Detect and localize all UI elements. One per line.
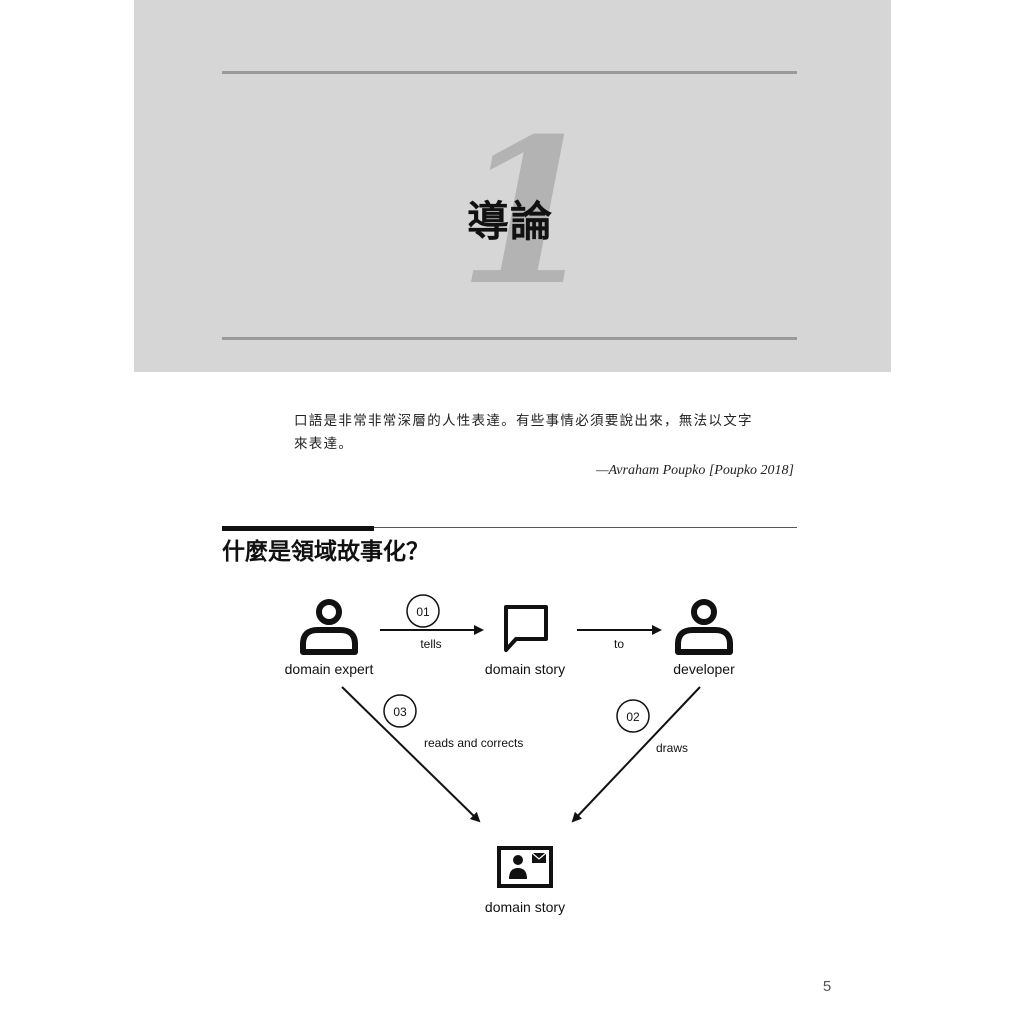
- developer-label: developer: [673, 661, 735, 677]
- step-badge: [383, 694, 417, 728]
- domain-story-bottom-label: domain story: [485, 899, 565, 915]
- edge-label-to: to: [614, 637, 624, 651]
- chapter-banner: [134, 0, 891, 372]
- domain-story-top-node: domain story: [485, 605, 565, 677]
- edge-tells: 01 tells: [380, 594, 484, 651]
- domain-story-bottom-node: domain story: [485, 846, 565, 915]
- chapter-rule-top: [222, 71, 797, 74]
- section-heading: 什麼是領域故事化？: [222, 539, 429, 565]
- edge-reads-and-corrects: 03 reads and corrects: [341, 686, 523, 823]
- contact-card-icon: [497, 846, 553, 888]
- person-icon: [675, 599, 733, 655]
- person-icon: [300, 599, 358, 655]
- speech-bubble-icon: [504, 605, 548, 652]
- chapter-number: 1: [458, 95, 598, 330]
- domain-expert-label: domain expert: [285, 661, 374, 677]
- edge-to: to: [577, 625, 662, 651]
- epigraph-line: 口語是非常非常深層的人性表達。有些事情必須要說出來，無法以文字: [294, 413, 753, 429]
- chapter-title: 導論: [466, 197, 553, 246]
- edge-label-draws: draws: [656, 741, 688, 755]
- domain-expert-node: domain expert: [285, 599, 374, 677]
- edge-label-tells: tells: [420, 637, 441, 651]
- epigraph: 口語是非常非常深層的人性表達。有些事情必須要說出來，無法以文字 來表達。: [294, 410, 804, 456]
- step-number-02: 02: [626, 710, 640, 724]
- domain-story-top-label: domain story: [485, 661, 565, 677]
- edge-draws: 02 draws: [571, 686, 701, 823]
- section-rule-accent: [222, 526, 374, 531]
- step-badge: [616, 699, 650, 733]
- epigraph-line: 來表達。: [294, 436, 354, 452]
- section-rule: [222, 527, 797, 528]
- step-badge: [406, 594, 440, 628]
- page-number: 5: [822, 978, 832, 995]
- edge-label-reads-and-corrects: reads and corrects: [424, 736, 523, 750]
- developer-node: developer: [673, 599, 735, 677]
- step-number-03: 03: [393, 705, 407, 719]
- chapter-rule-bottom: [222, 337, 797, 340]
- epigraph-attribution: —Avraham Poupko [Poupko 2018]: [596, 463, 794, 478]
- step-number-01: 01: [416, 605, 430, 619]
